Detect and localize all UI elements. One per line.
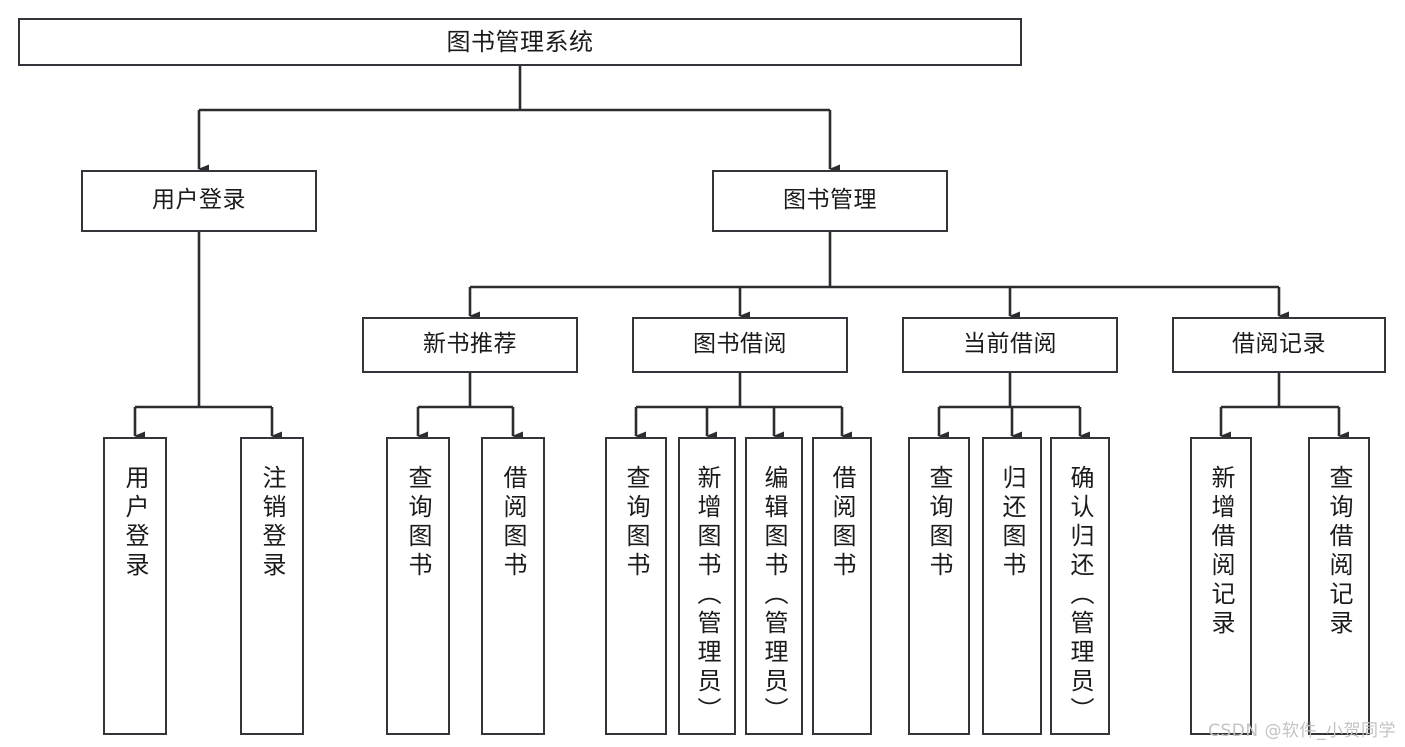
node-label: 借阅记录 — [1232, 331, 1326, 358]
node-label: 归还图书 — [998, 465, 1026, 581]
node-book-manage[interactable]: 图书管理 — [712, 170, 948, 232]
node-label: 确认归还（管理员） — [1066, 465, 1094, 726]
node-borrow-record[interactable]: 借阅记录 — [1172, 317, 1386, 373]
node-leaf-borrow-book-1[interactable]: 借阅图书 — [481, 437, 545, 735]
node-label: 借阅图书 — [828, 465, 856, 581]
node-label: 用户登录 — [152, 187, 246, 214]
node-leaf-query-book-2[interactable]: 查询图书 — [605, 437, 667, 735]
node-label: 用户登录 — [121, 465, 149, 581]
node-label: 当前借阅 — [963, 331, 1057, 358]
node-label: 查询图书 — [404, 465, 432, 581]
watermark-label: CSDN @软件_小贺同学 — [1208, 721, 1396, 741]
node-book-borrow[interactable]: 图书借阅 — [632, 317, 848, 373]
node-leaf-add-book[interactable]: 新增图书（管理员） — [678, 437, 736, 735]
node-leaf-user-logout[interactable]: 注销登录 — [240, 437, 304, 735]
node-leaf-query-book-3[interactable]: 查询图书 — [908, 437, 970, 735]
node-label: 查询图书 — [622, 465, 650, 581]
node-leaf-user-login[interactable]: 用户登录 — [103, 437, 167, 735]
node-label: 图书借阅 — [693, 331, 787, 358]
node-label: 新书推荐 — [423, 331, 517, 358]
node-leaf-add-record[interactable]: 新增借阅记录 — [1190, 437, 1252, 735]
node-leaf-borrow-book-2[interactable]: 借阅图书 — [812, 437, 872, 735]
node-label: 图书管理 — [783, 187, 877, 214]
edge-group — [133, 66, 1349, 441]
node-label: 编辑图书（管理员） — [760, 465, 788, 726]
node-label: 查询借阅记录 — [1325, 465, 1353, 639]
node-label: 新增借阅记录 — [1207, 465, 1235, 639]
node-label: 注销登录 — [258, 465, 286, 581]
node-leaf-edit-book[interactable]: 编辑图书（管理员） — [745, 437, 803, 735]
node-current-borrow[interactable]: 当前借阅 — [902, 317, 1118, 373]
node-label: 借阅图书 — [499, 465, 527, 581]
node-leaf-query-record[interactable]: 查询借阅记录 — [1308, 437, 1370, 735]
node-new-book-rec[interactable]: 新书推荐 — [362, 317, 578, 373]
node-label: 新增图书（管理员） — [693, 465, 721, 726]
node-root[interactable]: 图书管理系统 — [18, 18, 1022, 66]
node-leaf-confirm-ret[interactable]: 确认归还（管理员） — [1050, 437, 1110, 735]
node-label: 查询图书 — [925, 465, 953, 581]
node-leaf-return-book[interactable]: 归还图书 — [982, 437, 1042, 735]
node-label: 图书管理系统 — [446, 27, 594, 56]
node-user-login[interactable]: 用户登录 — [81, 170, 317, 232]
node-leaf-query-book-1[interactable]: 查询图书 — [386, 437, 450, 735]
